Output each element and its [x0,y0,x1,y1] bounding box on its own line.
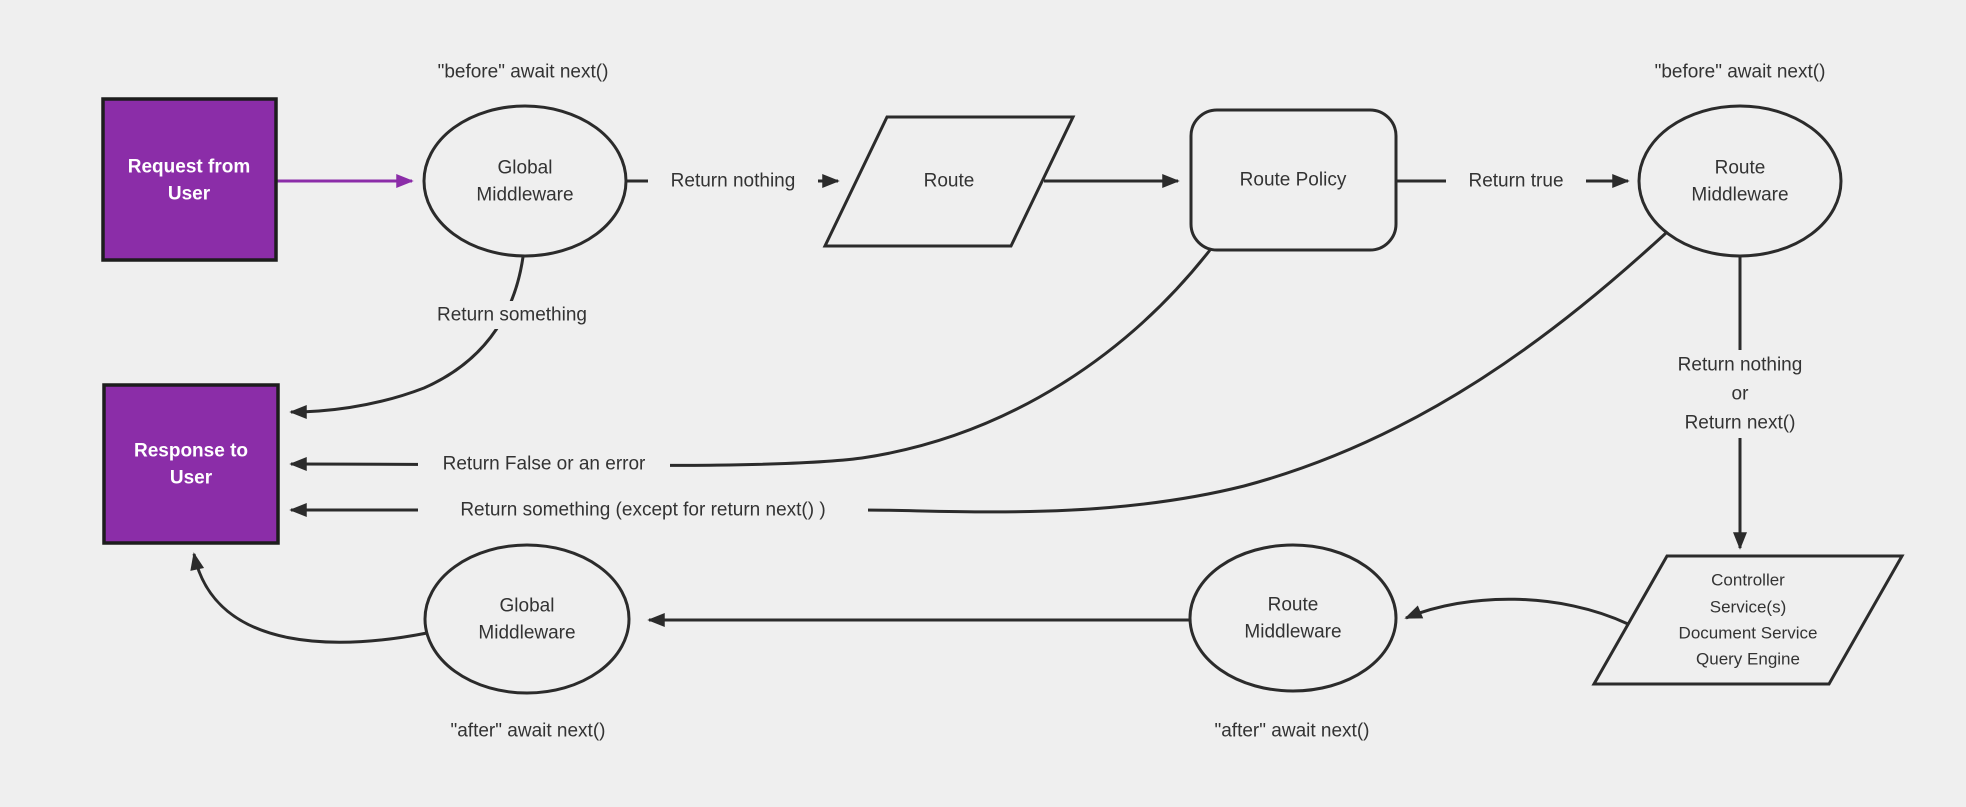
annotation-before-await-right: "before" await next() [1655,62,1826,83]
edge-label-bg-return-nothing [648,167,818,195]
edge-label-return-nothing-or-line1: Return nothing [1678,355,1803,376]
node-route-middleware-top-line2: Middleware [1691,185,1788,206]
node-route [822,115,1076,248]
edge-label-return-nothing-or-line3: Return next() [1685,413,1796,434]
node-route-middleware-top [1637,104,1843,258]
node-request-label-line1: Request from [128,157,250,178]
edge-label-bg-return-nothing-or [1655,350,1825,438]
node-response-label-line2: User [170,468,213,489]
edge-label-bg-return-something [422,301,602,329]
node-request-label-line2: User [168,184,211,205]
node-controller-line2: Service(s) [1710,598,1787,617]
edge-route-policy-return-false [289,249,1212,472]
node-global-middleware-bottom-line1: Global [500,596,555,617]
annotation-after-await-right: "after" await next() [1215,721,1370,742]
annotation-after-await-left: "after" await next() [451,721,606,742]
node-response-label-line1: Response to [134,441,248,462]
node-global-middleware-top-line1: Global [498,158,553,179]
edge-label-bg-return-true [1446,167,1586,195]
node-response-to-user [102,383,280,545]
node-global-middleware-top-line2: Middleware [476,185,573,206]
edge-label-return-false: Return False or an error [443,454,646,475]
edge-label-return-true: Return true [1468,171,1563,192]
edge-global-middleware-return-something [289,256,525,419]
edge-label-return-nothing: Return nothing [671,171,796,192]
node-controller-line3: Document Service [1679,624,1818,643]
node-route-policy-label: Route Policy [1240,170,1347,191]
node-request-from-user [101,97,278,262]
edge-label-return-something-except: Return something (except for return next… [460,500,825,521]
node-route-policy [1189,108,1398,252]
node-global-middleware-bottom-line2: Middleware [478,623,575,644]
edge-label-return-something: Return something [437,305,587,326]
edge-label-return-nothing-or-line2: or [1732,384,1750,405]
edge-controller-to-route-middleware-after [1404,597,1629,626]
node-route-middleware-bottom [1188,543,1398,693]
edge-global-middleware-after-to-response [190,552,433,644]
node-route-middleware-bottom-line2: Middleware [1244,622,1341,643]
node-global-middleware-top [422,104,628,258]
node-route-label: Route [924,171,975,192]
edge-route-middleware-return-something-except [289,231,1668,517]
node-controller-line1: Controller [1711,571,1785,590]
annotation-before-await-left: "before" await next() [438,62,609,83]
edge-label-bg-return-something-except [418,496,868,524]
node-route-middleware-top-line1: Route [1715,158,1766,179]
node-controller-line4: Query Engine [1696,650,1800,669]
node-controller-services [1591,554,1905,686]
node-global-middleware-bottom [423,543,631,695]
edge-label-bg-return-false [418,450,670,478]
node-route-middleware-bottom-line1: Route [1268,595,1319,616]
